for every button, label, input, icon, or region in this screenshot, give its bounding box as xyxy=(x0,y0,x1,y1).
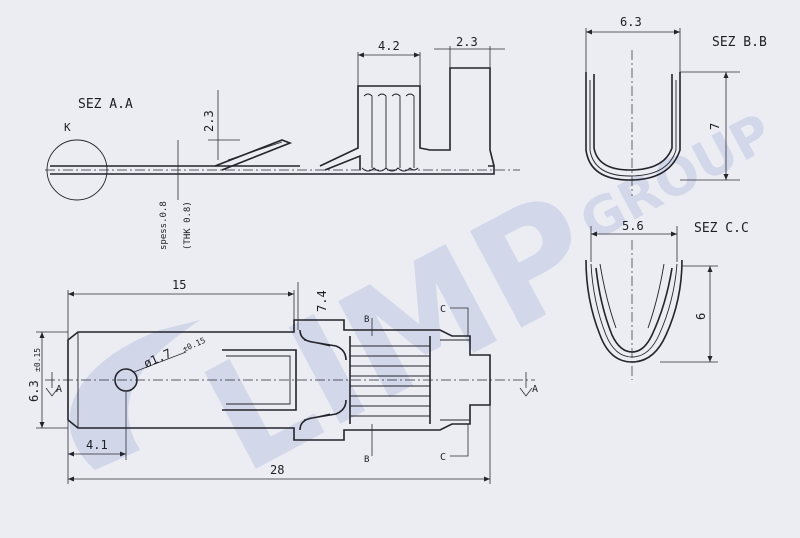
crimp-ribs xyxy=(361,93,419,172)
section-c-c-height: 6 xyxy=(694,313,708,320)
top-view: 15 7.4 6.3 ±0.15 ø1.7 ±0.15 4.1 28 A A xyxy=(27,278,538,484)
dim-7-4: 7.4 xyxy=(315,290,329,312)
section-c-c-label: SEZ C.C xyxy=(694,221,749,236)
cut-c-top: C xyxy=(440,304,446,315)
blade-hole xyxy=(114,368,138,392)
cut-b-top: B xyxy=(364,315,369,325)
section-b-b: SEZ B.B 6.3 7 xyxy=(585,15,767,196)
dim-4-1: 4.1 xyxy=(86,438,108,452)
watermark-main-text: LIMP xyxy=(179,161,623,507)
thickness-label: spess.0.8 xyxy=(159,201,169,250)
section-b-b-height: 7 xyxy=(708,123,722,130)
section-a-a-label: SEZ A.A xyxy=(78,97,133,112)
cut-a-right: A xyxy=(532,384,538,395)
dim-2-3-top: 2.3 xyxy=(456,35,478,49)
crimp-barrel-ribs xyxy=(349,336,431,424)
section-b-b-label: SEZ B.B xyxy=(712,35,767,50)
watermark-logo: LIMP GROUP xyxy=(69,103,782,507)
section-b-b-width: 6.3 xyxy=(620,15,642,29)
dim-4-2: 4.2 xyxy=(378,39,400,53)
cut-a-left: A xyxy=(56,384,62,395)
dim-6-3-tol: ±0.15 xyxy=(33,348,42,372)
section-c-c: SEZ C.C 5.6 6 xyxy=(585,219,749,380)
thickness-alt-label: (THK 0.8) xyxy=(183,201,193,250)
dim-6-3: 6.3 xyxy=(27,380,41,402)
cut-b-bottom: B xyxy=(364,455,369,465)
cut-c-bottom: C xyxy=(440,452,446,463)
detail-k-label: K xyxy=(64,121,71,134)
dim-15: 15 xyxy=(172,278,186,292)
section-c-c-width: 5.6 xyxy=(622,219,644,233)
side-view-section-a-a: SEZ A.A K spess.0.8 (THK 0.8) 2.3 4.2 xyxy=(45,35,520,250)
dim-2-3-left: 2.3 xyxy=(202,110,216,132)
dim-28: 28 xyxy=(270,463,284,477)
